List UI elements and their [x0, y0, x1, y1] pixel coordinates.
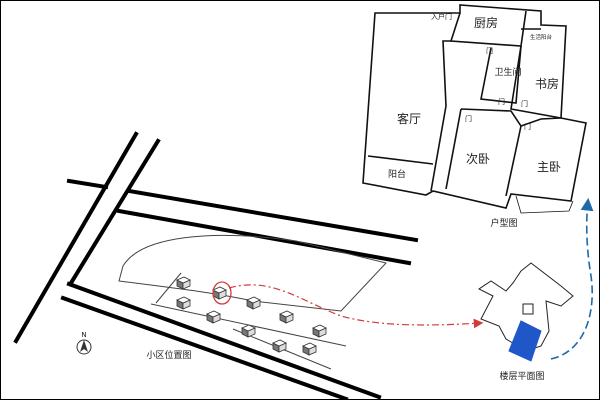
red-dashed-arrow — [228, 284, 484, 329]
site-building — [272, 339, 287, 353]
highlighted-unit — [508, 320, 542, 362]
site-buildings — [176, 276, 327, 356]
site-building — [302, 342, 317, 356]
door-label-study: 门 — [521, 99, 528, 108]
study-walls — [510, 45, 562, 119]
door-label-kitchen: 门 — [486, 46, 493, 55]
room-label-balcony: 阳台 — [388, 168, 406, 180]
site-plan-caption: 小区位置图 — [146, 349, 191, 361]
second-bedroom-left — [445, 108, 462, 190]
road-horizontal-top-right — [126, 188, 419, 243]
building-plan-caption: 楼层平面图 — [499, 370, 544, 382]
site-building — [241, 324, 256, 338]
north-label: N — [81, 331, 86, 339]
road-diagonal-edge-2 — [68, 138, 161, 286]
highlight-circle — [212, 281, 232, 305]
second-bedroom-walls — [460, 108, 522, 197]
site-building — [312, 324, 327, 338]
road-bottom-2 — [60, 295, 349, 399]
master-bedroom-walls — [520, 117, 562, 127]
site-building — [279, 310, 294, 324]
site-inner-line-1 — [155, 272, 182, 304]
room-label-bathroom: 卫生间 — [494, 66, 521, 78]
road-horizontal-top — [66, 178, 109, 190]
site-building — [176, 276, 191, 290]
room-label-utility-balcony: 生活阳台 — [530, 33, 553, 41]
bathroom-walls — [480, 45, 522, 104]
balcony-wall — [367, 155, 434, 165]
site-boundary — [118, 234, 387, 312]
floorplan-caption: 户型图 — [490, 217, 517, 229]
building-plan-core — [522, 303, 534, 315]
room-label-kitchen: 厨房 — [474, 15, 498, 30]
north-compass: N — [76, 331, 92, 355]
blue-dashed-arrow — [550, 197, 594, 360]
site-building — [176, 296, 191, 310]
room-label-study: 书房 — [535, 76, 559, 91]
door-label-master: 门 — [524, 122, 531, 131]
door-labels: 门 门 门 门 门 — [465, 46, 531, 131]
room-label-second-bedroom: 次卧 — [466, 152, 490, 166]
compass-arrow-icon — [80, 340, 88, 352]
site-building — [212, 286, 227, 300]
road-bottom — [66, 281, 382, 399]
door-label-second-bedroom: 门 — [465, 114, 472, 123]
site-building — [206, 310, 221, 324]
floor-plan — [362, 4, 587, 214]
room-label-living-room: 客厅 — [397, 111, 421, 126]
floor-plan-outline — [362, 4, 587, 209]
door-label-bathroom: 门 — [498, 97, 505, 106]
room-label-master-bedroom: 主卧 — [537, 160, 561, 174]
living-room-inner-wall — [430, 40, 451, 192]
room-label-entrance: 入户门 — [431, 12, 452, 21]
road-diagonal-edge-1 — [13, 131, 139, 344]
site-building — [246, 296, 261, 310]
bedroom-balcony-strip — [515, 195, 574, 214]
roads — [13, 131, 419, 399]
building-plan — [478, 262, 574, 362]
